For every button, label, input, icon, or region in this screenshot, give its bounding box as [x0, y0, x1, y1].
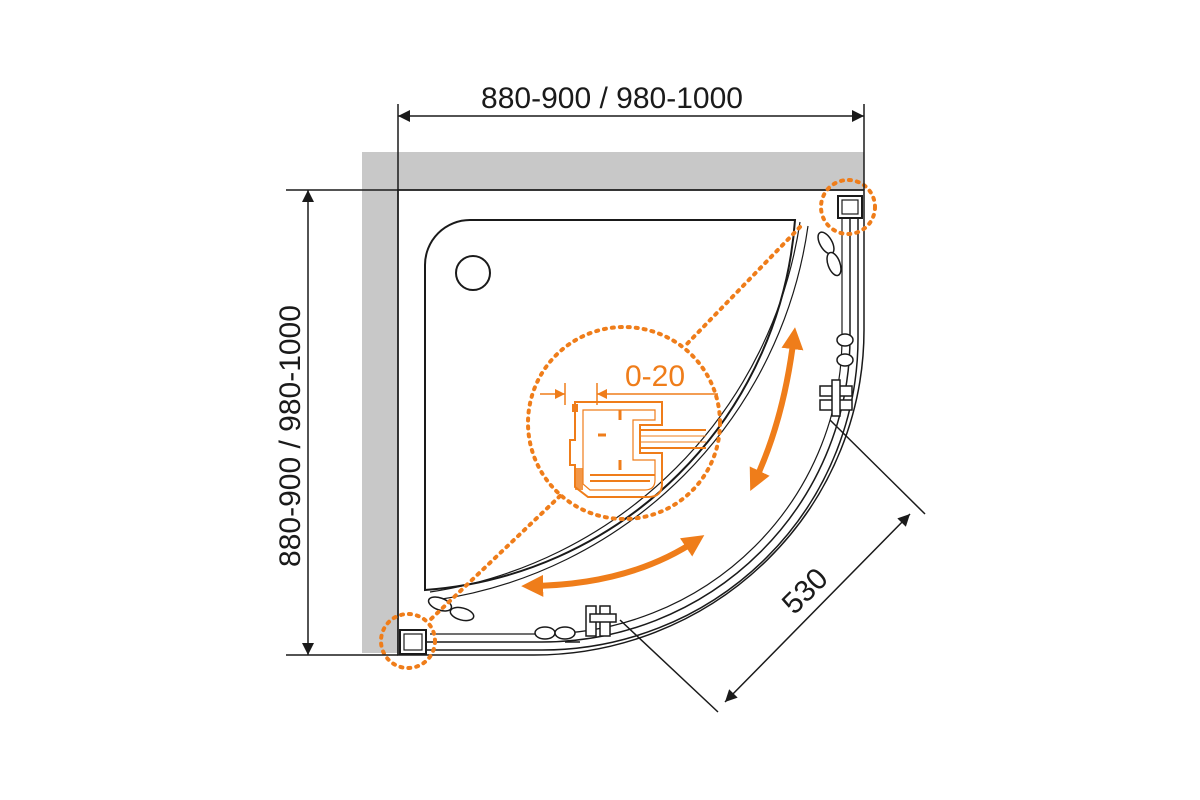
- front-door-slide-arrow: [521, 535, 705, 597]
- right-door-slide-arrow: [749, 327, 804, 491]
- height-dimension: [286, 189, 398, 656]
- magnified-detail-circle: [526, 325, 722, 521]
- magnified-profile: [569, 401, 706, 498]
- adjustment-dimension: [540, 383, 718, 405]
- diagonal-dimension: [619, 419, 926, 713]
- door-hardware: [427, 231, 854, 643]
- drain-icon: [455, 255, 491, 291]
- corner-profiles: [399, 195, 863, 655]
- sliding-arrows: [521, 327, 804, 597]
- top-right-detail-circle: [819, 178, 877, 236]
- detail-markers: [379, 178, 877, 670]
- width-label: 880-900 / 980-1000: [481, 82, 743, 115]
- diagonal-label: 530: [776, 562, 835, 621]
- height-label: 880-900 / 980-1000: [274, 305, 307, 567]
- back-wall: [362, 152, 864, 190]
- width-dimension: [397, 104, 865, 190]
- adjustment-label: 0-20: [625, 360, 685, 393]
- side-wall: [362, 152, 398, 653]
- bottom-left-detail-circle: [379, 612, 437, 670]
- walls: [362, 152, 864, 653]
